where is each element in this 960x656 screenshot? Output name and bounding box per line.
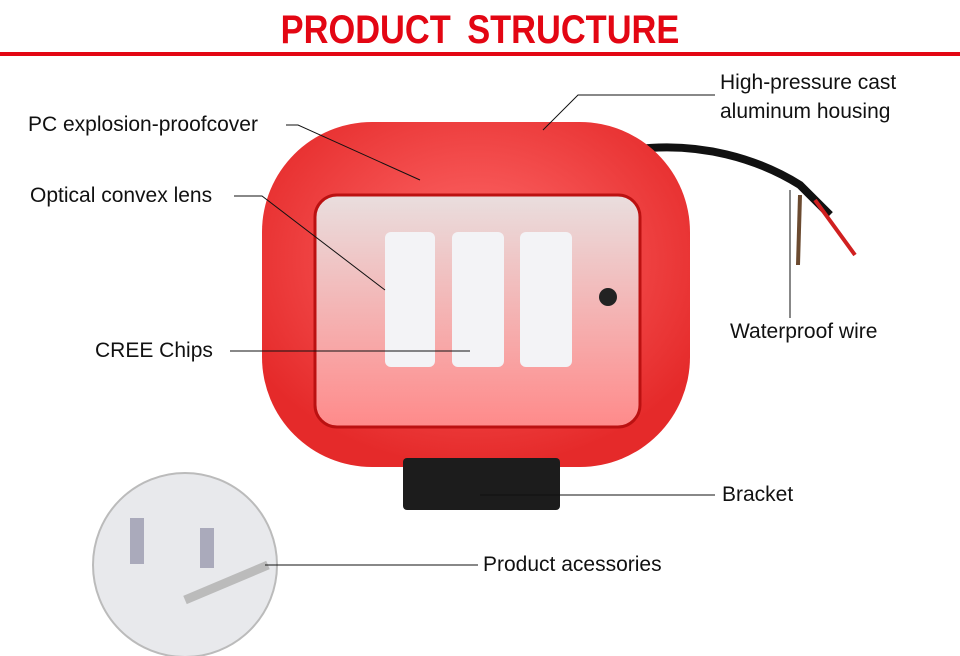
label-housing-line1: High-pressure cast xyxy=(720,71,897,94)
label-cover: PC explosion-proofcover xyxy=(28,113,258,136)
title-underline xyxy=(0,52,960,56)
accessories-circle xyxy=(92,472,278,656)
wire-red xyxy=(813,198,857,257)
reflector-2 xyxy=(452,232,504,367)
breather-valve xyxy=(599,288,617,306)
label-bracket: Bracket xyxy=(722,483,794,506)
bracket-shape xyxy=(403,458,560,510)
label-chips: CREE Chips xyxy=(95,339,213,362)
label-lens: Optical convex lens xyxy=(30,184,213,207)
leader-cover xyxy=(286,124,421,181)
wire-brown xyxy=(796,194,802,266)
leader-housing xyxy=(542,94,715,131)
waterproof-wire xyxy=(629,143,833,218)
page-title: PRODUCT STRUCTURE xyxy=(280,8,680,52)
l-bracket-2 xyxy=(200,528,214,568)
reflector-3 xyxy=(520,232,572,367)
reflector-1 xyxy=(385,232,435,367)
l-bracket-1 xyxy=(130,518,144,564)
label-accessories: Product acessories xyxy=(483,553,662,576)
bolt xyxy=(183,560,270,605)
leader-lens xyxy=(234,195,386,291)
leader-lines xyxy=(230,94,791,566)
label-housing-line2: aluminum housing xyxy=(720,100,891,123)
label-wire: Waterproof wire xyxy=(730,320,878,343)
